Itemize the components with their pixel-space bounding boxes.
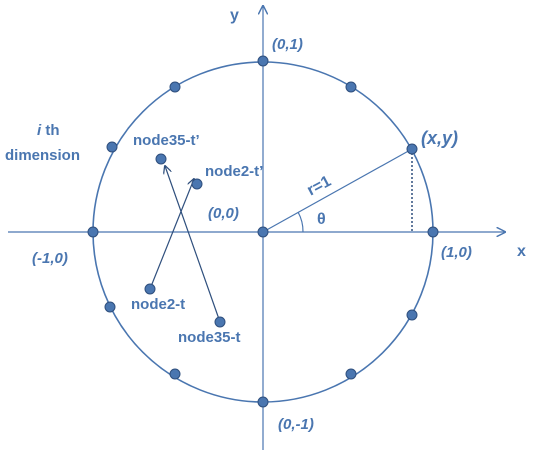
- dot-node2-t-prime: [191, 178, 203, 190]
- dot: [104, 301, 116, 313]
- dot: [345, 368, 357, 380]
- dot-i-dimension: [106, 141, 118, 153]
- dot-xy: [406, 143, 418, 155]
- dimension-label-line2: dimension: [5, 147, 80, 164]
- dot-top: [257, 55, 269, 67]
- label-node35-t-prime: node35-t’: [133, 132, 200, 149]
- dot: [345, 81, 357, 93]
- label-right: (1,0): [441, 244, 472, 261]
- y-axis-label: y: [230, 7, 239, 24]
- dot-left: [87, 226, 99, 238]
- dot-node2-t: [144, 283, 156, 295]
- dot-right: [427, 226, 439, 238]
- x-axis-label: x: [517, 243, 526, 260]
- dot: [406, 309, 418, 321]
- label-node2-t: node2-t: [131, 296, 185, 313]
- label-node35-t: node35-t: [178, 329, 241, 346]
- circle-dots: [87, 55, 439, 408]
- label-bottom: (0,-1): [278, 416, 314, 433]
- label-origin: (0,0): [208, 205, 239, 222]
- dot: [169, 81, 181, 93]
- radius-line: [262, 148, 413, 233]
- arrow-node35: [165, 166, 221, 323]
- dot-node35-t: [214, 316, 226, 328]
- dot-node35-t-prime: [155, 153, 167, 165]
- dot-bottom: [257, 396, 269, 408]
- label-xy: (x,y): [421, 128, 458, 148]
- dot: [169, 368, 181, 380]
- angle-label: θ: [317, 211, 326, 228]
- angle-arc: [297, 211, 304, 233]
- label-left: (-1,0): [32, 250, 68, 267]
- dot-origin: [257, 226, 269, 238]
- arrow-node2: [149, 179, 194, 290]
- dimension-label-th: th: [45, 122, 59, 139]
- dimension-label-i: i: [37, 122, 42, 139]
- dimension-label-line1: i th: [37, 122, 60, 139]
- label-top: (0,1): [272, 36, 303, 53]
- label-node2-t-prime: node2-t’: [205, 163, 263, 180]
